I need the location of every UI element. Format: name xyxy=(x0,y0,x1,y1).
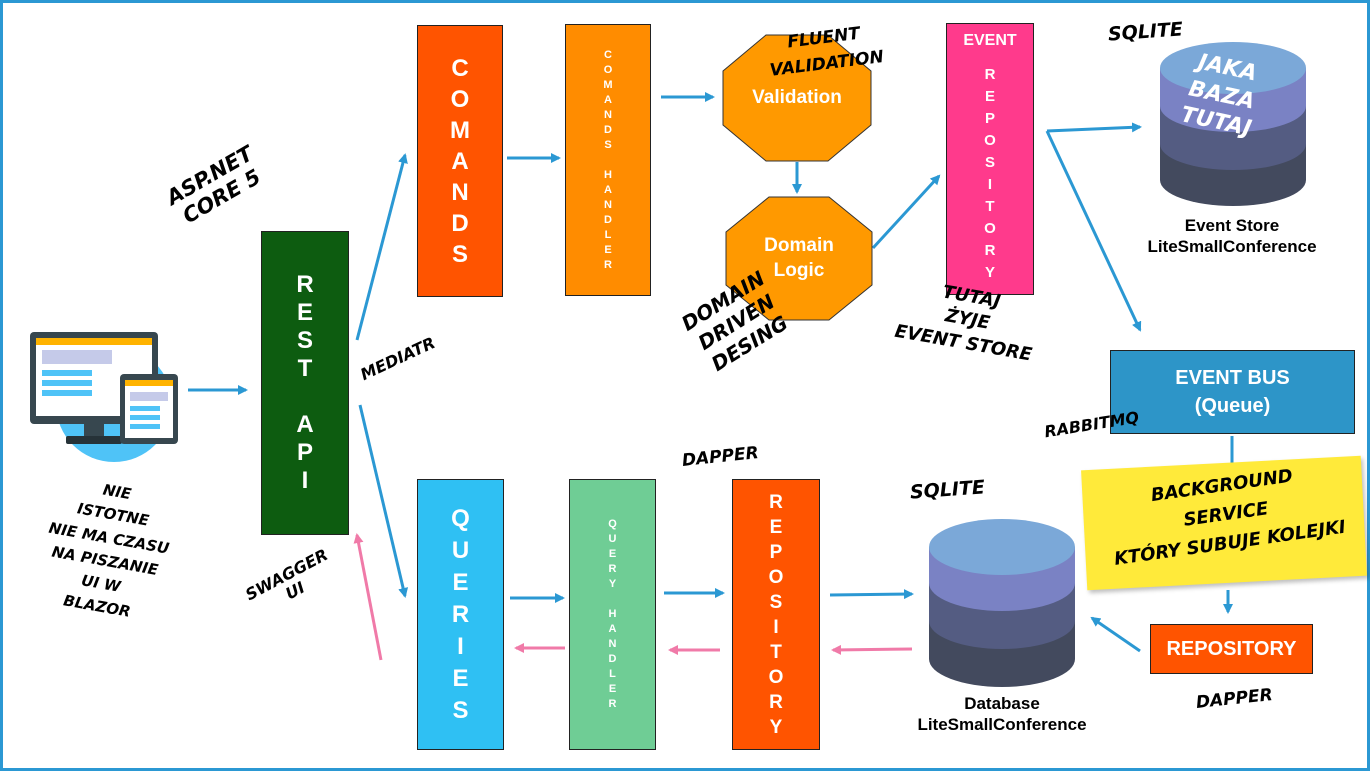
nie-istotne-annotation: NIE ISTOTNE NIE MA CZASU NA PISZANIE UI … xyxy=(47,480,171,622)
comands-box: C O M A N D S xyxy=(417,25,503,297)
database-label: Database LiteSmallConference xyxy=(917,694,1087,735)
database-icon xyxy=(929,519,1075,687)
event-repository-label: R E P O S I T O R Y xyxy=(984,66,996,281)
repository-bottom-box: REPOSITORY xyxy=(1150,624,1313,674)
repository-bottom-label: REPOSITORY xyxy=(1166,637,1297,660)
validation-label: Validation xyxy=(752,86,842,108)
arrow-db-to-repository-return xyxy=(831,644,913,655)
queries-label: Q U E R I E S xyxy=(451,504,470,724)
event-repository-title: EVENT xyxy=(963,32,1017,49)
rest-api-box: R E S T A P I xyxy=(261,231,349,535)
repository-query-box: R E P O S I T O R Y xyxy=(732,479,820,750)
repository-query-label: R E P O S I T O R Y xyxy=(768,491,784,738)
arrow-domain-to-event-repo xyxy=(871,174,941,250)
arrow-repo-to-db xyxy=(1090,616,1141,653)
event-bus-box: EVENT BUS (Queue) xyxy=(1110,350,1355,434)
arrow-rest-to-queries xyxy=(358,404,409,598)
query-handler-box: Q U E R Y H A N D L E R xyxy=(569,479,656,750)
client-devices-icon xyxy=(30,332,178,462)
comands-handler-box: C O M A N D S H A N D L E R xyxy=(565,24,651,296)
arrow-rest-to-comands xyxy=(355,153,408,341)
queries-box: Q U E R I E S xyxy=(417,479,504,750)
arrow-queries-to-rest-return xyxy=(353,533,383,661)
comands-label: C O M A N D S xyxy=(450,54,470,268)
domain-logic-label: Domain Logic xyxy=(764,234,834,281)
event-store-label: Event Store LiteSmallConference xyxy=(1147,216,1317,257)
comands-handler-label: C O M A N D S H A N D L E R xyxy=(603,48,613,271)
rest-api-label: R E S T A P I xyxy=(296,271,314,494)
arrow-repository-to-db xyxy=(829,589,914,600)
validation-octagon: Validation xyxy=(722,34,872,162)
domain-logic-octagon: Domain Logic xyxy=(725,196,873,321)
arrow-event-repo-to-eventstore xyxy=(1046,122,1142,133)
event-repository-box: EVENT R E P O S I T O R Y xyxy=(946,23,1034,295)
event-bus-label: EVENT BUS (Queue) xyxy=(1175,367,1290,417)
arrow-event-repo-to-bus xyxy=(1045,130,1142,332)
query-handler-label: Q U E R Y H A N D L E R xyxy=(608,518,617,710)
event-store-database-icon xyxy=(1160,42,1306,206)
